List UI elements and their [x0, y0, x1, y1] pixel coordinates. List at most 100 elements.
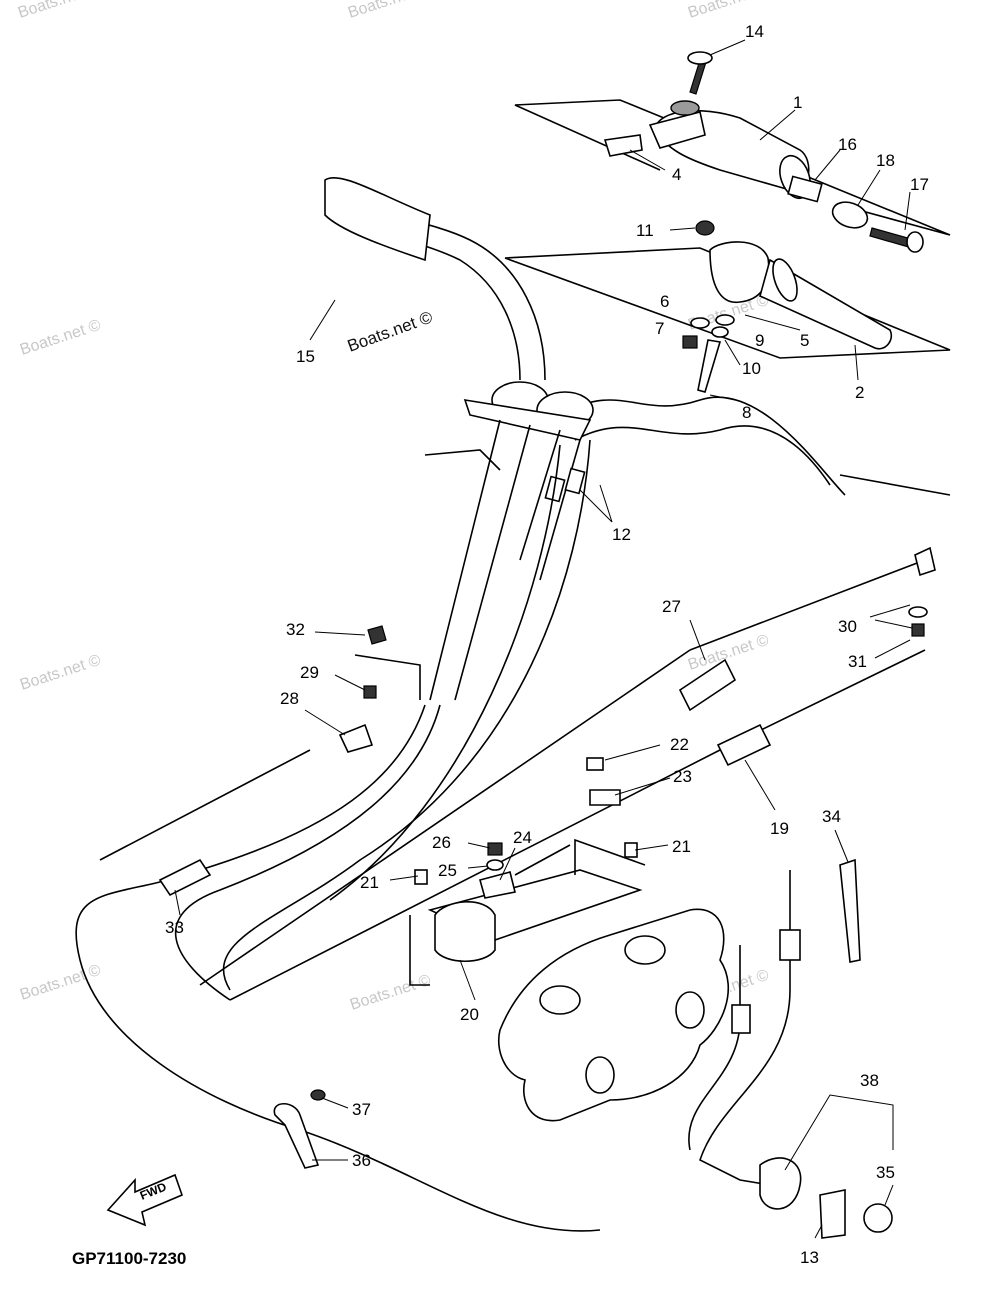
cable — [222, 439, 591, 991]
clamp-36 — [273, 1102, 320, 1169]
clip-24 — [479, 871, 516, 899]
leader — [784, 1094, 894, 1171]
nut-11 — [695, 220, 715, 236]
leader — [499, 847, 516, 881]
collar-16 — [787, 175, 823, 203]
callout-28: 28 — [280, 689, 299, 708]
knob-38 — [759, 1157, 802, 1210]
throttle-cable-27 — [689, 559, 926, 651]
choke-cable-19 — [229, 749, 721, 1001]
leader — [857, 169, 881, 206]
callout-13: 13 — [800, 1248, 819, 1267]
diagram-code: GP71100-7230 — [72, 1249, 186, 1268]
choke-assembly — [688, 858, 893, 1239]
bracket — [424, 449, 501, 471]
leader — [309, 299, 336, 341]
leader — [834, 829, 849, 863]
callout-38: 38 — [860, 1071, 879, 1090]
callout-15: 15 — [296, 347, 315, 366]
leader — [884, 1184, 894, 1206]
screw-37 — [310, 1089, 326, 1101]
callout-8: 8 — [742, 403, 751, 422]
leader — [599, 484, 613, 523]
leader — [744, 314, 801, 331]
callout-1: 1 — [793, 93, 802, 112]
throttle-cable-27 — [199, 649, 691, 986]
watermark: Boats.net © — [18, 317, 103, 359]
watermark: Boats.net © — [346, 0, 431, 22]
bracket-leg — [409, 915, 430, 986]
bolt-8 — [697, 339, 722, 393]
cable-33 — [174, 704, 441, 1001]
leader — [334, 674, 366, 691]
callout-35: 35 — [876, 1163, 895, 1182]
callout-5: 5 — [800, 331, 809, 350]
callout-22: 22 — [670, 735, 689, 754]
watermarks: Boats.net © Boats.net © Boats.net © Boat… — [16, 0, 771, 1014]
leader — [669, 227, 696, 231]
adjuster-27 — [678, 658, 737, 712]
callout-12: 12 — [612, 525, 631, 544]
washer-30 — [908, 606, 928, 618]
leader — [874, 619, 913, 629]
column-line — [429, 419, 501, 701]
bolt-21 — [414, 869, 428, 885]
nut-35 — [863, 1203, 893, 1233]
screw-14 — [689, 59, 707, 95]
fwd-arrow: FWD — [106, 1173, 184, 1227]
callout-27: 27 — [662, 597, 681, 616]
right-handlebar — [504, 220, 951, 393]
frame-line — [514, 99, 951, 236]
callout-9: 9 — [755, 331, 764, 350]
frame-line — [839, 474, 951, 496]
leader — [304, 709, 346, 736]
callout-24: 24 — [513, 828, 532, 847]
column-line — [454, 424, 531, 701]
leader — [709, 39, 746, 56]
cable-line — [519, 429, 561, 561]
cables — [75, 439, 936, 1232]
carb-port — [675, 991, 705, 1029]
cable-tie-34 — [839, 858, 861, 963]
leader — [744, 759, 776, 811]
callout-31: 31 — [848, 652, 867, 671]
nut-7 — [682, 335, 698, 349]
carb-body — [498, 908, 730, 1122]
clip-part-4 — [603, 134, 643, 157]
bolt-22 — [586, 757, 604, 771]
cap-18 — [831, 201, 869, 229]
callout-20: 20 — [460, 1005, 479, 1024]
nut-32 — [367, 625, 387, 645]
callout-21: 21 — [360, 873, 379, 892]
leader — [689, 619, 706, 661]
cable-rod — [514, 844, 571, 876]
cable-sleeve — [731, 1004, 751, 1034]
nut-31 — [911, 623, 925, 637]
callout-36: 36 — [352, 1151, 371, 1170]
leader — [869, 604, 911, 618]
callout-29: 29 — [300, 663, 319, 682]
clamp-assembly — [273, 1089, 326, 1169]
callout-6: 6 — [660, 292, 669, 311]
callout-23: 23 — [673, 767, 692, 786]
callout-17: 17 — [910, 175, 929, 194]
callout-16: 16 — [838, 135, 857, 154]
watermark: Boats.net © — [16, 0, 101, 22]
callout-10: 10 — [742, 359, 761, 378]
callout-34: 34 — [822, 807, 841, 826]
callout-18: 18 — [876, 151, 895, 170]
leader — [854, 344, 859, 381]
callouts: 1 2 4 5 6 7 8 9 10 11 12 13 14 15 16 17 … — [165, 22, 929, 1267]
handlebar-frame — [324, 176, 951, 701]
cable-line — [539, 439, 581, 581]
plate-13 — [819, 1189, 846, 1239]
carb-port — [585, 1056, 615, 1094]
leader — [759, 109, 796, 141]
washer-9 — [715, 314, 735, 326]
leader — [467, 842, 491, 849]
clamp-23 — [589, 789, 621, 806]
callout-7: 7 — [655, 319, 664, 338]
boot — [772, 258, 798, 302]
